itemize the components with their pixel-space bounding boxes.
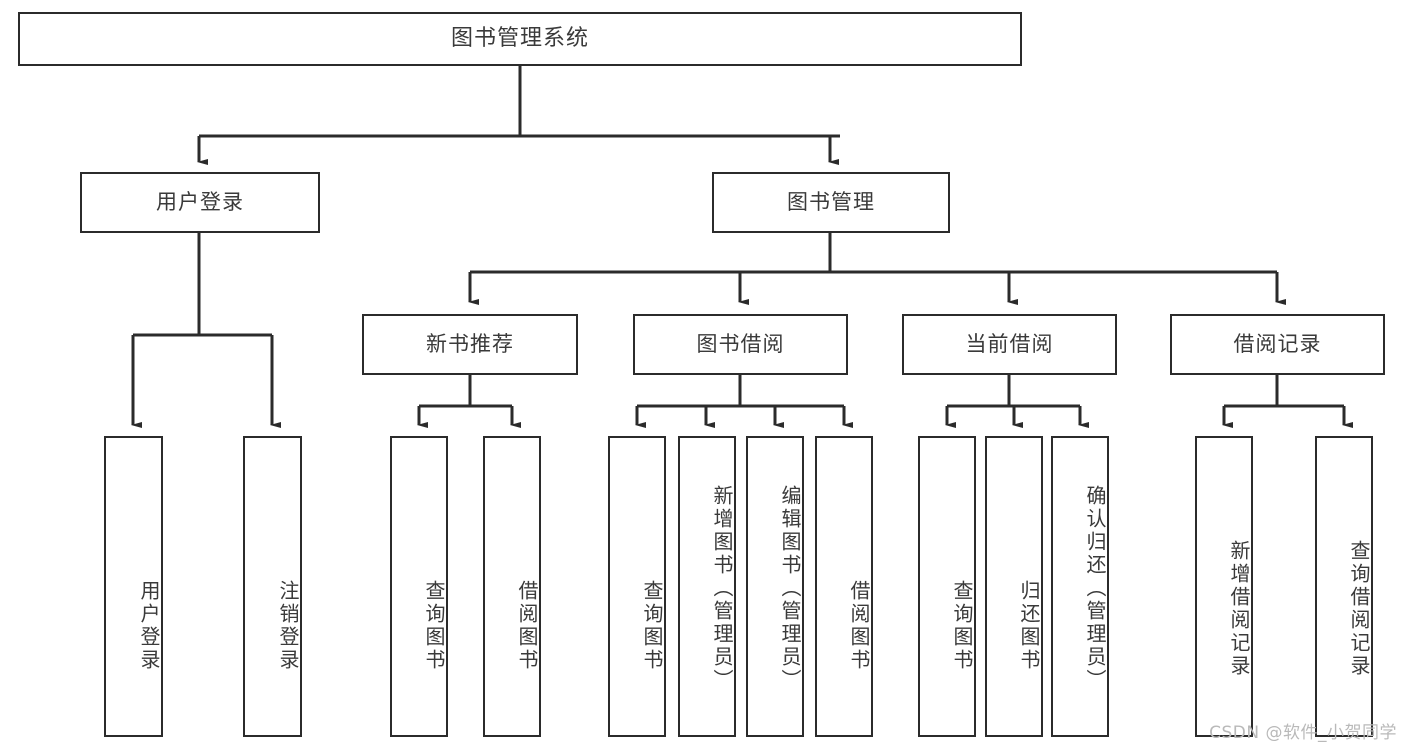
node-leaf-query-book-3[interactable]: 查询图书 xyxy=(918,436,976,737)
node-book-manage[interactable]: 图书管理 xyxy=(712,172,950,233)
node-new-book-rec-label: 新书推荐 xyxy=(426,332,514,357)
node-leaf-query-book-1-label: 查询图书 xyxy=(422,579,446,672)
node-book-manage-label: 图书管理 xyxy=(787,190,875,215)
node-leaf-user-login-label: 用户登录 xyxy=(137,579,161,672)
node-leaf-query-record-label: 查询借阅记录 xyxy=(1347,539,1371,678)
node-leaf-user-logout[interactable]: 注销登录 xyxy=(243,436,302,737)
node-leaf-return-book-label: 归还图书 xyxy=(1017,579,1041,672)
node-leaf-borrow-book-1-label: 借阅图书 xyxy=(515,579,539,672)
node-current-borrow[interactable]: 当前借阅 xyxy=(902,314,1117,375)
node-current-borrow-label: 当前借阅 xyxy=(965,332,1054,357)
node-root[interactable]: 图书管理系统 xyxy=(18,12,1022,66)
node-leaf-user-logout-label: 注销登录 xyxy=(276,579,300,672)
node-leaf-borrow-book-1[interactable]: 借阅图书 xyxy=(483,436,541,737)
node-leaf-user-login[interactable]: 用户登录 xyxy=(104,436,163,737)
node-leaf-edit-book-label: 编辑图书（管理员） xyxy=(778,485,802,692)
csdn-watermark: CSDN @软件_小贺同学 xyxy=(1209,723,1397,743)
node-leaf-return-book[interactable]: 归还图书 xyxy=(985,436,1043,737)
node-leaf-query-book-2[interactable]: 查询图书 xyxy=(608,436,666,737)
node-leaf-borrow-book-2[interactable]: 借阅图书 xyxy=(815,436,873,737)
node-user-login-label: 用户登录 xyxy=(156,190,244,215)
node-leaf-query-record[interactable]: 查询借阅记录 xyxy=(1315,436,1373,737)
node-leaf-confirm-return[interactable]: 确认归还（管理员） xyxy=(1051,436,1109,737)
node-leaf-query-book-2-label: 查询图书 xyxy=(640,579,664,672)
node-leaf-borrow-book-2-label: 借阅图书 xyxy=(847,579,871,672)
node-borrow-record-label: 借阅记录 xyxy=(1233,332,1322,357)
node-leaf-add-book[interactable]: 新增图书（管理员） xyxy=(678,436,736,737)
node-borrow-record[interactable]: 借阅记录 xyxy=(1170,314,1385,375)
node-leaf-query-book-3-label: 查询图书 xyxy=(950,579,974,672)
node-leaf-add-record[interactable]: 新增借阅记录 xyxy=(1195,436,1253,737)
node-leaf-add-record-label: 新增借阅记录 xyxy=(1227,539,1251,678)
node-leaf-confirm-return-label: 确认归还（管理员） xyxy=(1083,485,1107,692)
node-user-login[interactable]: 用户登录 xyxy=(80,172,320,233)
node-root-label: 图书管理系统 xyxy=(450,26,589,52)
node-book-borrow[interactable]: 图书借阅 xyxy=(633,314,848,375)
node-book-borrow-label: 图书借阅 xyxy=(696,332,785,357)
node-leaf-add-book-label: 新增图书（管理员） xyxy=(710,485,734,692)
node-new-book-rec[interactable]: 新书推荐 xyxy=(362,314,578,375)
node-leaf-query-book-1[interactable]: 查询图书 xyxy=(390,436,448,737)
node-leaf-edit-book[interactable]: 编辑图书（管理员） xyxy=(746,436,804,737)
